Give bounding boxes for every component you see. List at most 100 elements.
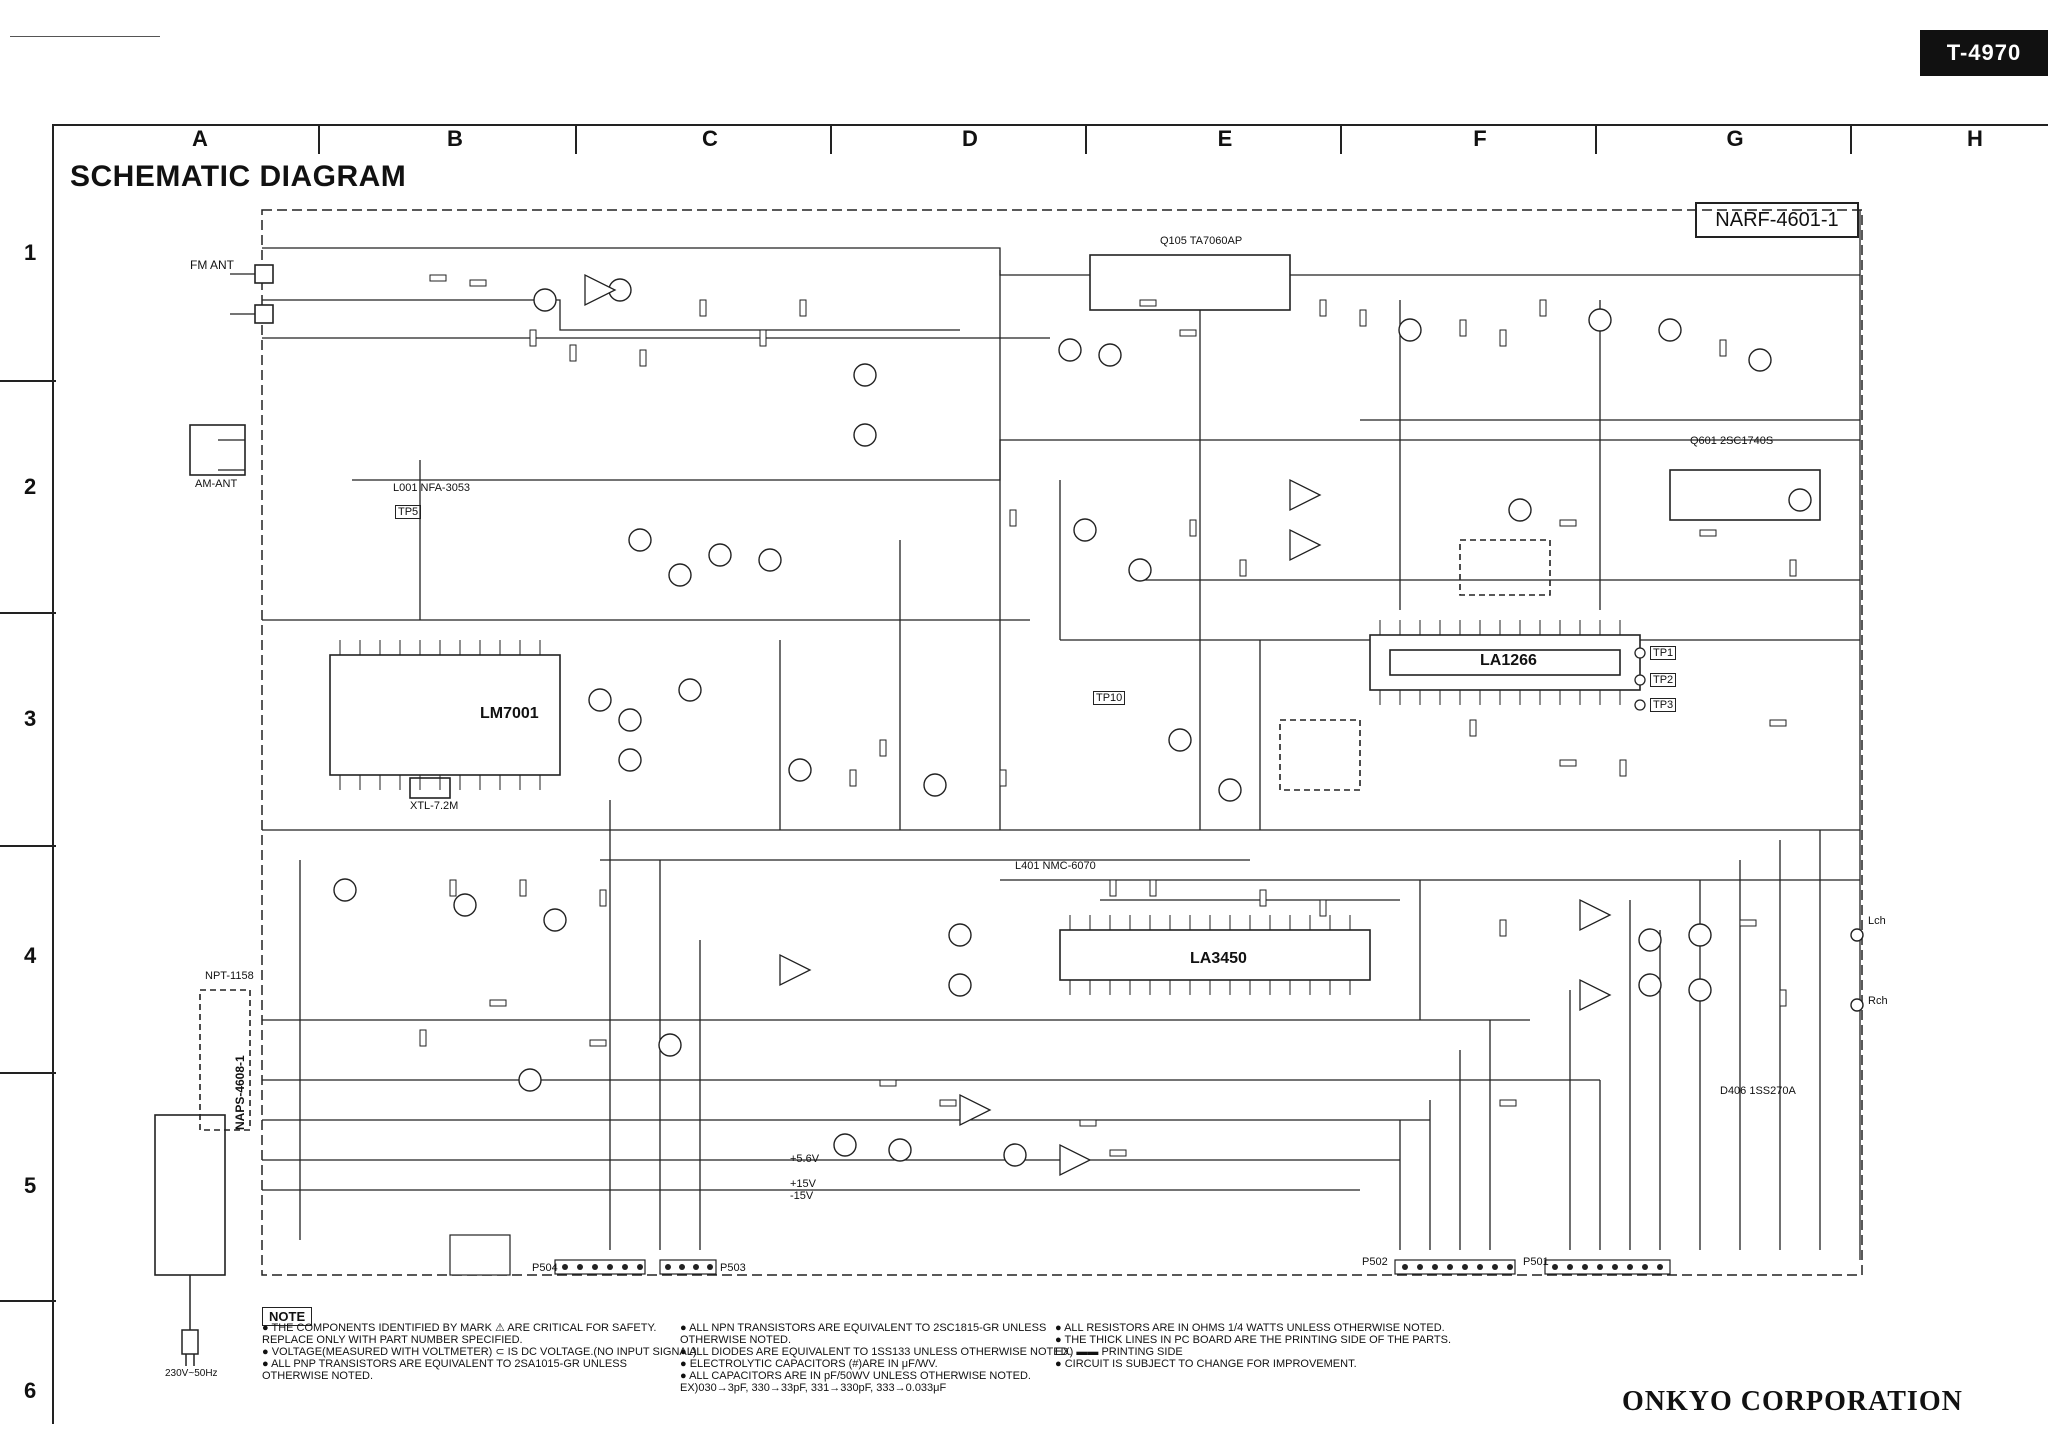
q202 (1508, 498, 1532, 522)
fm-ant-label: FM ANT (190, 258, 234, 272)
q404 (1168, 728, 1192, 752)
ic-pins (339, 620, 1621, 995)
grid-column-divider (830, 124, 832, 154)
q507 (788, 758, 812, 782)
model-tag: T-4970 (1920, 30, 2048, 76)
grid-column-g: G (1726, 126, 1744, 151)
q002 (853, 363, 877, 387)
tp5-label: TP5 (395, 505, 422, 519)
plus-56v-label: +5.6V (790, 1153, 820, 1165)
q104 (1398, 318, 1422, 342)
q274 (1003, 1143, 1027, 1167)
conn-p503 (659, 1259, 717, 1275)
opamp-q253 (959, 1093, 992, 1127)
note-line: ● THE THICK LINES IN PC BOARD ARE THE PR… (1055, 1334, 1451, 1346)
opamp-q405a (1579, 898, 1612, 932)
note-line: ● ALL CAPACITORS ARE IN pF/50WV UNLESS O… (680, 1370, 1031, 1382)
minus-15v-label: -15V (790, 1190, 814, 1202)
note-line: ● ALL PNP TRANSISTORS ARE EQUIVALENT TO … (262, 1358, 627, 1370)
am-antenna-box (189, 424, 246, 476)
q407 (1638, 928, 1662, 952)
conn-p502 (1394, 1259, 1516, 1275)
q110 (1128, 558, 1152, 582)
conn-p501-power (449, 1234, 511, 1276)
q904 (518, 1068, 542, 1092)
opamp-q112 (1289, 478, 1322, 512)
naps-label: NAPS-4608-1 (233, 1055, 247, 1130)
grid-column-b: B (447, 126, 463, 151)
mains-plug (181, 1275, 199, 1366)
ic-la1266-label: LA1266 (1480, 652, 1537, 669)
grid-row-5: 5 (24, 1173, 37, 1198)
p502-label: P502 (1362, 1256, 1388, 1268)
grid-column-h: H (1967, 126, 1983, 151)
tp10-label: TP10 (1093, 691, 1126, 705)
grid-column-a: A (192, 126, 208, 151)
ic-la1266 (1369, 634, 1641, 691)
q101 (1058, 338, 1082, 362)
q102 (1098, 343, 1122, 367)
q901 (333, 878, 357, 902)
conn-p501 (1544, 1259, 1671, 1275)
grid-row-divider (0, 1072, 56, 1074)
q604 (1748, 348, 1772, 372)
q502 (588, 688, 612, 712)
mains-label: 230V~50Hz (165, 1368, 218, 1379)
l001-label: L001 NFA-3053 (393, 482, 471, 494)
notes-column-3: ● ALL RESISTORS ARE IN OHMS 1/4 WATTS UN… (1055, 1322, 1451, 1370)
grid-column-divider (1085, 124, 1087, 154)
note-line: REPLACE ONLY WITH PART NUMBER SPECIFIED. (262, 1334, 523, 1346)
note-line: OTHERWISE NOTED. (262, 1370, 374, 1382)
ic-blocks (154, 254, 1821, 1276)
q006 (708, 543, 732, 567)
note-line: ● CIRCUIT IS SUBJECT TO CHANGE FOR IMPRO… (1055, 1358, 1357, 1370)
op-amps (584, 273, 1612, 1177)
plus-15v-label: +15V (790, 1178, 816, 1190)
grid-row-3: 3 (24, 706, 37, 731)
q601-label: Q601 2SC1740S (1690, 435, 1774, 447)
p503-label: P503 (720, 1262, 746, 1274)
fm-ant-terminals (218, 273, 255, 471)
note-line: OTHERWISE NOTED. (680, 1334, 792, 1346)
note-line: ● ELECTROLYTIC CAPACITORS (#)ARE IN μF/W… (680, 1358, 938, 1370)
q403 (1218, 778, 1242, 802)
q003 (853, 423, 877, 447)
opamp-q113 (1059, 1143, 1092, 1177)
q009 (533, 288, 557, 312)
grid-top-border (52, 124, 2048, 126)
grid-column-divider (1595, 124, 1597, 154)
tp3-label: TP3 (1650, 698, 1677, 712)
opamp-q405b (1579, 978, 1612, 1012)
q105-label: Q105 TA7060AP (1160, 235, 1243, 247)
q408 (1638, 973, 1662, 997)
grid-column-e: E (1217, 126, 1233, 151)
transformer-label: NPT-1158 (205, 970, 254, 982)
note-line: ● ALL RESISTORS ARE IN OHMS 1/4 WATTS UN… (1055, 1322, 1445, 1334)
grid-column-divider (318, 124, 320, 154)
grid-column-c: C (702, 126, 718, 151)
q107 (1658, 318, 1682, 342)
ic-q105 (1089, 254, 1291, 311)
grid-row-6: 6 (24, 1378, 37, 1403)
p504-label: P504 (532, 1262, 558, 1274)
note-line: EX) ▬▬ PRINTING SIDE (1055, 1346, 1183, 1358)
grid-row-divider (0, 845, 56, 847)
fm-ant-connector-2 (254, 304, 274, 324)
corporation-logo: ONKYO CORPORATION (1622, 1386, 1963, 1417)
q106 (1588, 308, 1612, 332)
d406-label: D406 1SS270A (1720, 1085, 1796, 1097)
q653 (658, 1033, 682, 1057)
note-line: ● ALL NPN TRANSISTORS ARE EQUIVALENT TO … (680, 1322, 1047, 1334)
output-jacks (1850, 928, 1864, 1012)
note-line: EX)030→3pF, 330→33pF, 331→330pF, 333→0.0… (680, 1382, 947, 1394)
grid-column-f: F (1473, 126, 1487, 151)
grid-column-divider (575, 124, 577, 154)
board-id: NARF-4601-1 (1695, 202, 1859, 238)
rch-label: Rch (1868, 995, 1888, 1007)
conn-p504 (554, 1259, 646, 1275)
grid-row-2: 2 (24, 474, 37, 499)
notes-column-2: ● ALL NPN TRANSISTORS ARE EQUIVALENT TO … (680, 1322, 1072, 1394)
note-line: ● ALL DIODES ARE EQUIVALENT TO 1SS133 UN… (680, 1346, 1072, 1358)
q651 (453, 893, 477, 917)
